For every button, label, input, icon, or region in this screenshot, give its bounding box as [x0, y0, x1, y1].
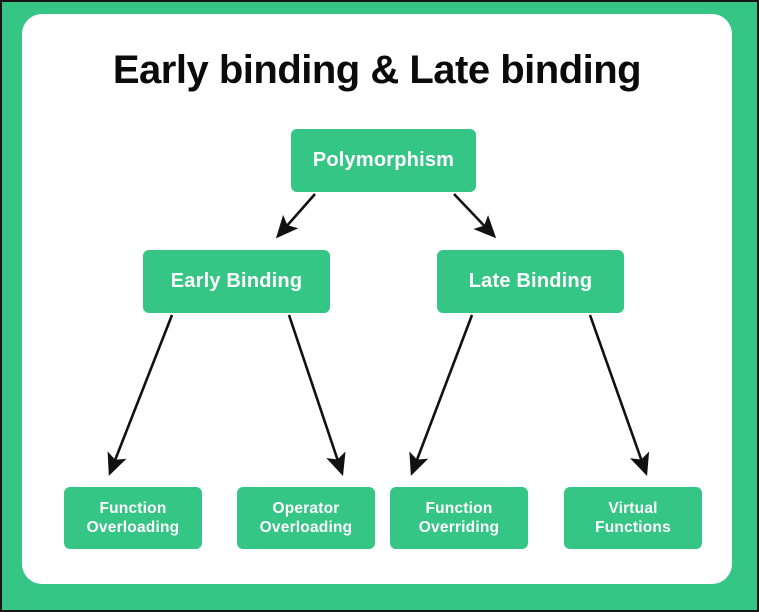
- edge-polymorphism-late-binding: [453, 193, 497, 239]
- node-late-binding[interactable]: Late Binding: [437, 250, 624, 313]
- node-operator-overloading-label-line2: Overloading: [259, 519, 353, 536]
- edge-late-binding-virtual-functions: [588, 314, 650, 476]
- node-function-overloading-label-line1: Function: [99, 499, 167, 517]
- node-function-overriding[interactable]: Function Overriding: [390, 487, 528, 549]
- node-virtual-functions[interactable]: Virtual Functions: [564, 487, 702, 549]
- node-early-binding-label: Early Binding: [170, 270, 303, 292]
- page-title: Early binding & Late binding: [112, 48, 642, 92]
- node-function-overloading-label-line2: Overloading: [86, 519, 180, 536]
- node-polymorphism[interactable]: Polymorphism: [291, 129, 476, 192]
- node-virtual-functions-label-line1: Virtual: [608, 499, 658, 517]
- edge-polymorphism-early-binding: [275, 193, 316, 239]
- node-polymorphism-label: Polymorphism: [312, 149, 455, 171]
- node-operator-overloading[interactable]: Operator Overloading: [237, 487, 375, 549]
- node-operator-overloading-label-line1: Operator: [272, 499, 340, 517]
- edge-early-binding-function-overloading: [107, 314, 174, 476]
- node-function-overloading[interactable]: Function Overloading: [64, 487, 202, 549]
- edge-late-binding-function-overriding: [409, 314, 474, 476]
- node-function-overriding-label-line1: Function: [425, 499, 493, 517]
- node-late-binding-label: Late Binding: [468, 270, 593, 292]
- edge-early-binding-operator-overloading: [287, 314, 346, 476]
- node-early-binding[interactable]: Early Binding: [143, 250, 330, 313]
- node-virtual-functions-label-line2: Functions: [595, 519, 671, 536]
- node-function-overriding-label-line2: Overriding: [418, 519, 500, 536]
